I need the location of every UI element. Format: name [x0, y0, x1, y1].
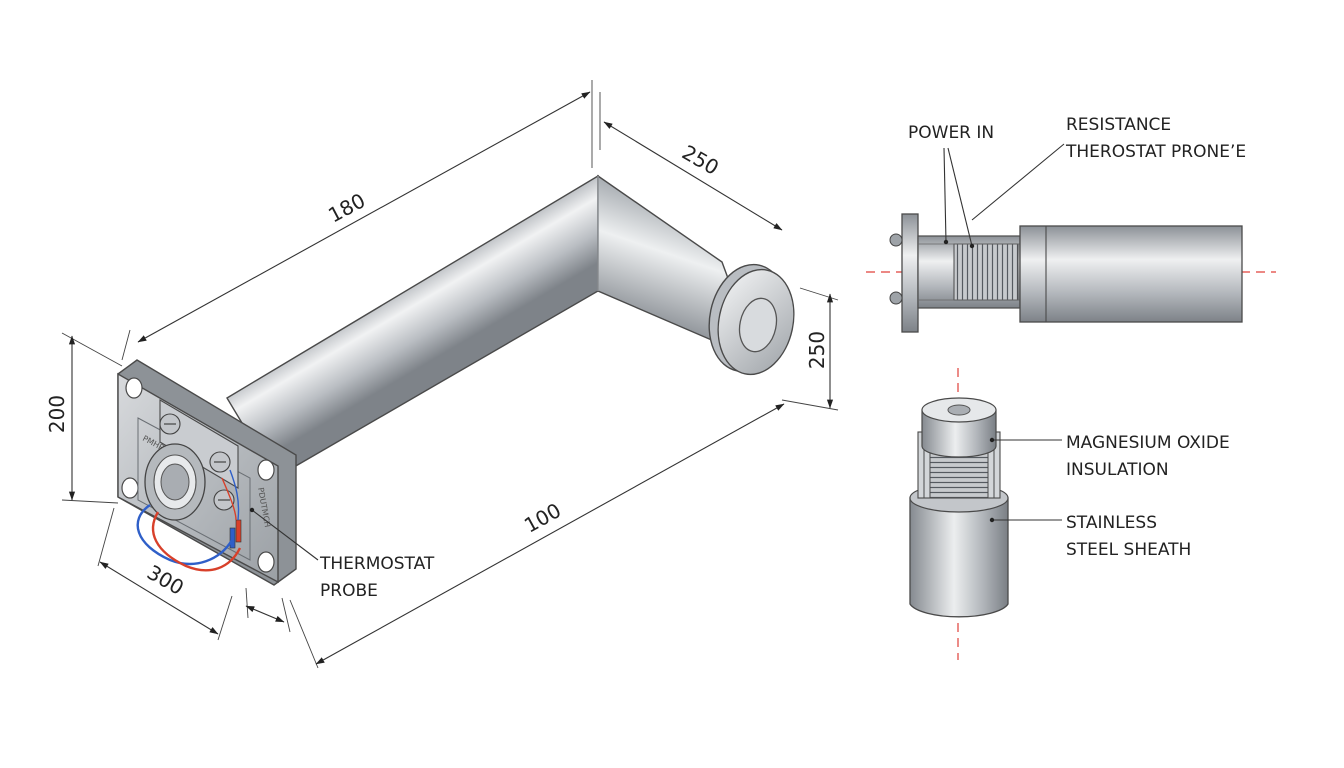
- wire-blue: [136, 504, 234, 566]
- stainless-sheath-callout: STAINLESS STEEL SHEATH: [989, 513, 1191, 560]
- callout-magnesium-line2: INSULATION: [1066, 460, 1169, 480]
- callout-power-in: POWER IN: [908, 123, 994, 143]
- dim-flange-height: 200: [45, 395, 69, 433]
- dim-flange-width: 300: [143, 560, 188, 600]
- callout-magnesium-line1: MAGNESIUM OXIDE: [1066, 433, 1230, 453]
- isometric-view: PMHRA PDUTMCH: [117, 174, 795, 586]
- callout-resistance-line1: RESISTANCE: [1066, 115, 1171, 135]
- main-tube: [226, 174, 599, 479]
- callout-stainless-line1: STAINLESS: [1066, 513, 1157, 533]
- dim-top-length: 180: [324, 188, 369, 227]
- callout-stainless-line2: STEEL SHEATH: [1066, 540, 1191, 560]
- dimension-lines: 180 250 200 250 100 300: [45, 80, 839, 669]
- callout-thermostat-line2: PROBE: [320, 581, 378, 601]
- resistance-callout: RESISTANCE THEROSTAT PRONE’Ε: [971, 115, 1246, 221]
- resistance-coil: [953, 243, 1019, 301]
- dim-bottom-length: 100: [520, 498, 565, 538]
- dim-end-diameter: 250: [805, 331, 829, 369]
- callout-resistance-line2: THEROSTAT PRONE’Ε: [1065, 142, 1246, 162]
- vertical-section: [909, 368, 1009, 660]
- magnesium-oxide-callout: MAGNESIUM OXIDE INSULATION: [989, 433, 1230, 480]
- power-in-callout: POWER IN: [908, 123, 994, 249]
- terminal-block: [144, 399, 242, 549]
- end-collar: [708, 263, 795, 376]
- thermostat-probe-callout: THERMOSTAT PROBE: [249, 507, 435, 601]
- callout-thermostat-line1: THERMOSTAT: [319, 554, 435, 574]
- dim-top-right: 250: [678, 140, 723, 180]
- side-view: [866, 213, 1276, 333]
